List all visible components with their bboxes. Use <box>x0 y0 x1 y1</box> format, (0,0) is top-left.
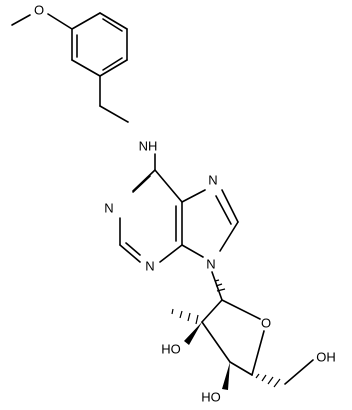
stereo-hash-c4prime <box>255 373 281 388</box>
bond-benzene-3 <box>99 59 128 77</box>
bond-benzene-double-3 <box>102 18 123 32</box>
bond-benzene-2 <box>71 59 101 77</box>
bond-methyl-o <box>11 14 31 26</box>
bond-ch2-oh <box>284 359 314 385</box>
bond-benzene-5 <box>99 12 128 30</box>
bond-c4prime-c3prime <box>229 361 253 376</box>
stereo-hash-c1prime <box>214 279 226 292</box>
bond-ch2-nh <box>99 105 129 123</box>
stereo-hash-methyl <box>171 308 199 325</box>
stereo-wedge-c3-oh <box>222 362 230 390</box>
atom-label-n7: N <box>208 173 217 188</box>
bond-c6-n1-double <box>132 175 151 193</box>
bond-n9-c4 <box>181 244 204 258</box>
bond-c5-n7 <box>181 189 206 203</box>
bond-c8-n9 <box>219 221 239 252</box>
stereo-wedge-c2-oh <box>184 322 202 345</box>
bond-n7-c8-double <box>215 195 232 225</box>
atom-label-n3: N <box>145 259 154 274</box>
bond-oring-c4prime <box>251 330 265 376</box>
bond-c1prime-oring <box>221 299 261 320</box>
bond-n7-c8 <box>221 189 239 223</box>
atom-label-o-ring: O <box>261 316 271 331</box>
atom-label-ho-2prime: HO <box>161 342 181 357</box>
bond-benzene-6 <box>71 12 101 30</box>
atom-label-oh-5prime: OH <box>316 350 336 365</box>
bond-benzene-double-2 <box>102 57 123 71</box>
bond-n3-c4 <box>159 244 183 263</box>
bond-c2-n3 <box>119 244 141 263</box>
atom-label-n9: N <box>206 257 215 272</box>
bond-o-aryl <box>47 13 73 30</box>
atom-label-ho-3prime: HO <box>201 390 221 405</box>
atom-label-nh: NH <box>139 139 158 154</box>
atom-label-o-methoxy: O <box>34 3 44 18</box>
bond-c3prime-c2prime <box>201 321 231 363</box>
bond-c5-c6 <box>154 169 183 203</box>
atom-label-n1: N <box>104 201 113 216</box>
bond-c2prime-c1prime <box>201 299 223 323</box>
bond-c2-n3-double <box>125 242 141 256</box>
